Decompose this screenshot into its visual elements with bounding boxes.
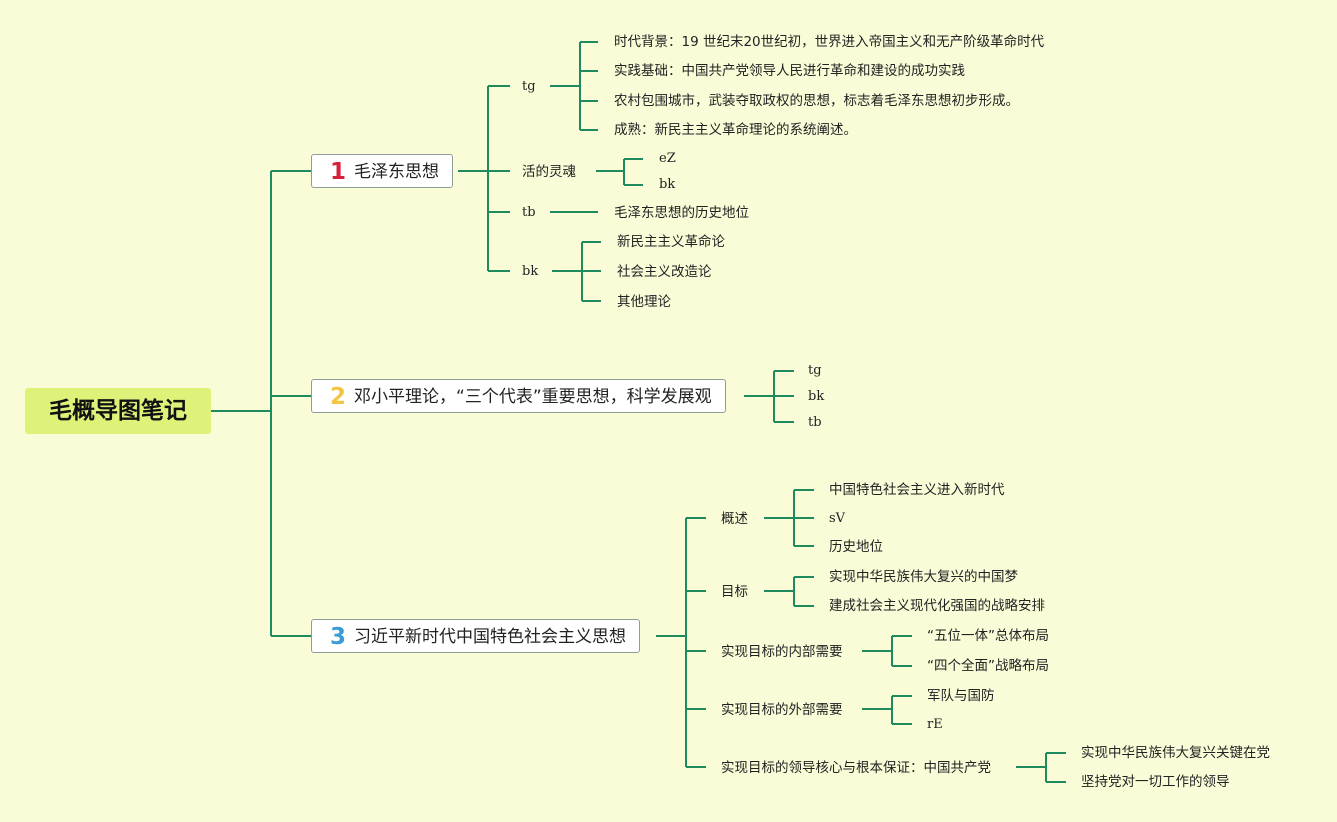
leaf-socialist-transform[interactable]: 社会主义改造论: [617, 264, 712, 280]
node-external-needs[interactable]: 实现目标的外部需要: [721, 702, 843, 718]
leaf-party-leadership[interactable]: 坚持党对一切工作的领导: [1081, 774, 1230, 790]
leaf-china-dream[interactable]: 实现中华民族伟大复兴的中国梦: [829, 569, 1018, 585]
node-overview[interactable]: 概述: [721, 511, 748, 527]
leaf-four-comprehensives[interactable]: “四个全面”战略布局: [927, 658, 1049, 674]
number-two-icon: 2: [330, 384, 347, 410]
leaf-new-era[interactable]: 中国特色社会主义进入新时代: [829, 482, 1005, 498]
node-tb[interactable]: tb: [522, 205, 536, 220]
node-bk[interactable]: bk: [522, 264, 539, 279]
branch-deng-theory[interactable]: 2 邓小平理论，“三个代表”重要思想，科学发展观: [311, 379, 726, 413]
leaf-era-background[interactable]: 时代背景：19 世纪末20世纪初，世界进入帝国主义和无产阶级革命时代: [614, 34, 1045, 50]
leaf-strategic-plan[interactable]: 建成社会主义现代化强国的战略安排: [829, 598, 1045, 614]
leaf-rural-encircle[interactable]: 农村包围城市，武装夺取政权的思想，标志着毛泽东思想初步形成。: [614, 93, 1019, 109]
leaf-bk[interactable]: bk: [808, 389, 825, 404]
leaf-other-theories[interactable]: 其他理论: [617, 294, 671, 310]
leaf-ez[interactable]: eZ: [659, 151, 676, 166]
branch-label: 邓小平理论，“三个代表”重要思想，科学发展观: [354, 387, 712, 407]
node-internal-needs[interactable]: 实现目标的内部需要: [721, 644, 843, 660]
leaf-practice-basis[interactable]: 实践基础：中国共产党领导人民进行革命和建设的成功实践: [614, 63, 965, 79]
branch-label: 习近平新时代中国特色社会主义思想: [354, 627, 627, 647]
leaf-re[interactable]: rE: [927, 717, 943, 732]
node-leadership-core[interactable]: 实现目标的领导核心与根本保证：中国共产党: [721, 760, 991, 776]
node-tg[interactable]: tg: [522, 79, 536, 94]
leaf-sv[interactable]: sV: [829, 511, 846, 526]
node-goal[interactable]: 目标: [721, 584, 748, 600]
leaf-tg[interactable]: tg: [808, 363, 822, 378]
leaf-history-status[interactable]: 历史地位: [829, 539, 883, 555]
number-one-icon: 1: [330, 159, 347, 185]
leaf-tb[interactable]: tb: [808, 415, 822, 430]
leaf-five-in-one[interactable]: “五位一体”总体布局: [927, 628, 1049, 644]
leaf-mature[interactable]: 成熟：新民主主义革命理论的系统阐述。: [614, 122, 857, 138]
leaf-historical-status[interactable]: 毛泽东思想的历史地位: [614, 205, 749, 221]
branch-mao-thought[interactable]: 1 毛泽东思想: [311, 154, 454, 188]
leaf-army-defense[interactable]: 军队与国防: [927, 688, 995, 704]
number-three-icon: 3: [330, 624, 347, 650]
branch-label: 毛泽东思想: [354, 162, 440, 182]
node-living-soul[interactable]: 活的灵魂: [522, 164, 576, 180]
branch-xi-thought[interactable]: 3 习近平新时代中国特色社会主义思想: [311, 619, 641, 653]
leaf-bk[interactable]: bk: [659, 177, 676, 192]
root-title[interactable]: 毛概导图笔记: [25, 388, 211, 434]
leaf-new-democracy[interactable]: 新民主主义革命论: [617, 234, 725, 250]
leaf-key-is-party[interactable]: 实现中华民族伟大复兴关键在党: [1081, 745, 1270, 761]
